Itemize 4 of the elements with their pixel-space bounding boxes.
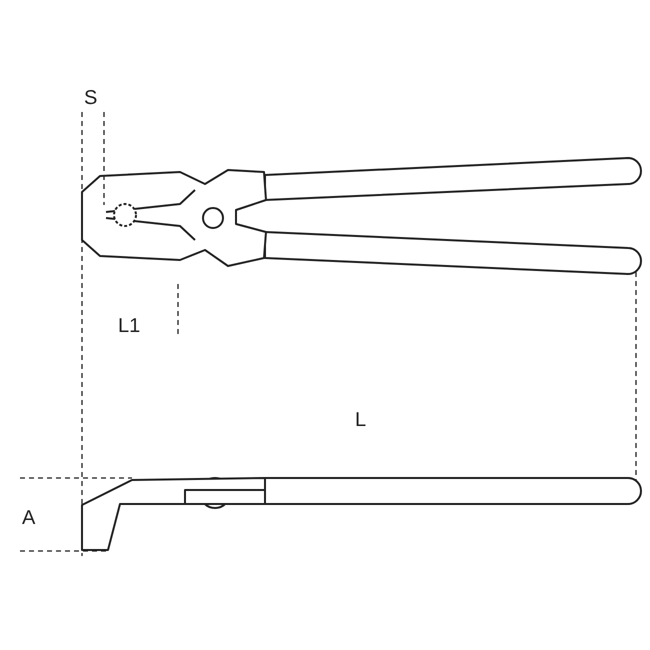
dimension-label: S — [84, 88, 98, 108]
dimension-label: L1 — [118, 316, 140, 336]
dimension-label: L — [355, 410, 366, 430]
dimension-label: A — [22, 508, 36, 528]
